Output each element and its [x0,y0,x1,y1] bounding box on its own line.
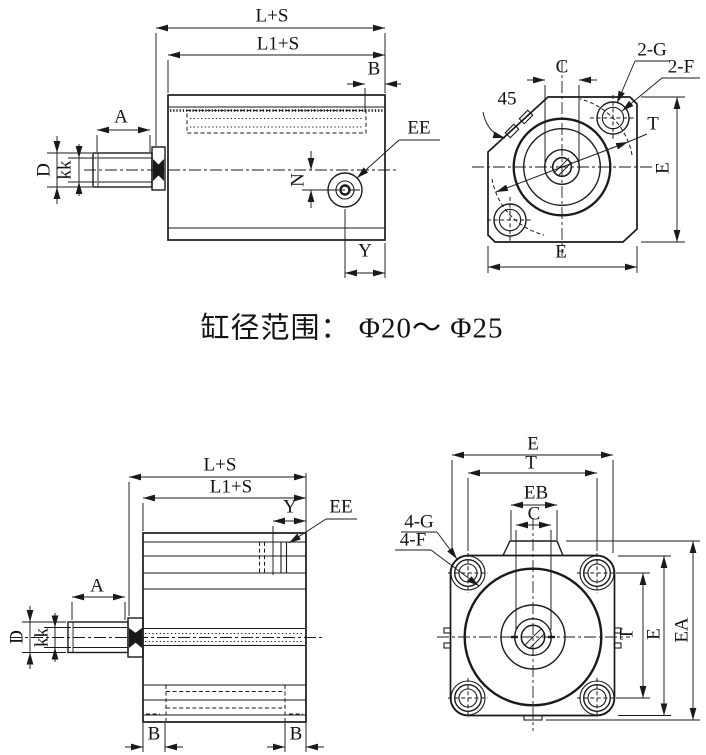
bottom-side-view: L+S L1+S Y EE A D kk B [6,454,357,752]
dim-label-d: D [33,163,54,177]
dim-label-l-plus-s: L+S [256,5,289,26]
cylinder-body-outline [167,94,386,241]
bolt-hole-bottom-left [448,678,488,718]
bolt-hole-bottom-left [487,197,533,243]
dim-label-l1-plus-s: L1+S [210,476,252,497]
bolt-hole-bottom-right [577,678,617,718]
dim-label-a: A [114,106,128,127]
dim-label-y: Y [283,496,297,517]
top-side-view: L+S L1+S B A D kk N [33,5,440,278]
sensor-notch [613,642,622,649]
bolt-hole-top-right [590,95,636,141]
port-boss [502,540,564,556]
dim-label-b: B [368,58,381,79]
rod-end-plate [127,617,144,658]
sensor-notch [443,642,452,649]
dim-label-l-plus-s: L+S [204,454,237,475]
dim-label-b-left: B [148,723,161,744]
sensor-notch [613,627,622,634]
dim-label-4g: 4-G [404,511,434,532]
end-cap-outline [449,554,616,717]
dim-label-kk: kk [54,160,75,180]
top-end-view: 45 C T 2-G 2-F E E [472,39,700,273]
dim-label-eb: EB [524,482,548,503]
dim-label-e-width: E [555,241,567,262]
dim-label-e-height: E [643,628,664,640]
bolt-hole-top-left [448,553,488,593]
hidden-bore-outline [186,110,367,134]
dim-label-e-height: E [652,162,673,174]
dim-label-t-width: T [525,452,537,473]
dim-label-ee: EE [329,496,352,517]
dim-label-t-height: T [616,628,637,640]
end-cap-outline [487,96,638,243]
dim-label-b-right: B [290,723,303,744]
dim-label-2g: 2-G [637,39,667,60]
bottom-end-view: E T EB C 4-G 4-F T E EA [395,433,700,731]
dim-label-t: T [647,113,659,134]
dim-label-ee: EE [407,117,430,138]
dim-label-c: C [528,503,541,524]
dim-label-2f: 2-F [668,56,694,77]
dim-label-e-width: E [527,433,539,454]
dim-label-n: N [287,173,308,187]
bolt-hole-top-right [577,553,617,593]
dim-label-kk: kk [31,628,52,648]
dim-label-a: A [90,575,104,596]
sensor-notch [443,627,452,634]
bore-range-note: 缸径范围： Φ20～ Φ25 [201,312,504,345]
dim-label-45: 45 [498,88,517,109]
dim-label-l1-plus-s: L1+S [257,33,299,54]
rod-end-plate [151,146,166,191]
dim-label-ea: EA [671,617,692,643]
dim-label-4f: 4-F [400,529,426,550]
dim-label-y: Y [358,240,372,261]
dim-label-d: D [6,630,27,644]
dim-label-c: C [556,56,569,77]
